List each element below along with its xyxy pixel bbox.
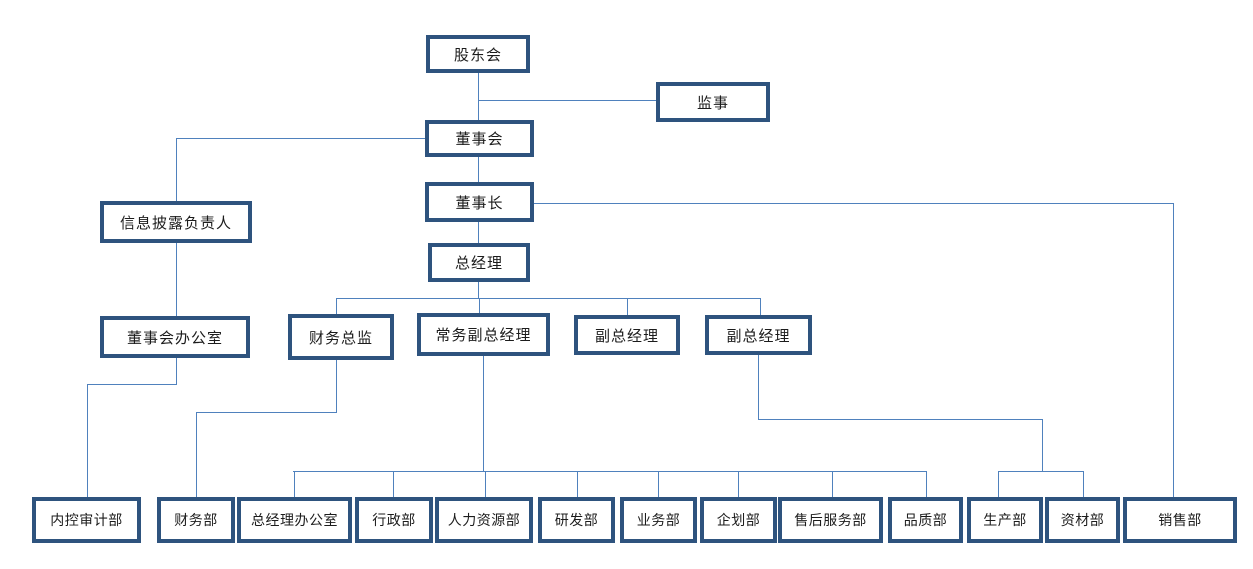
connector-line xyxy=(336,360,337,412)
connector-line xyxy=(336,298,337,315)
org-node-label: 副总经理 xyxy=(726,326,791,345)
org-node-label: 业务部 xyxy=(636,513,681,529)
connector-line xyxy=(336,298,761,299)
org-node-label: 财务部 xyxy=(174,513,218,529)
org-node-admin-dept: 行政部 xyxy=(355,497,433,543)
connector-line xyxy=(658,471,659,497)
org-node-label: 副总经理 xyxy=(594,326,659,345)
org-node-finance-director: 财务总监 xyxy=(288,314,394,360)
connector-line xyxy=(758,355,759,419)
connector-line xyxy=(1173,203,1174,497)
org-node-label: 行政部 xyxy=(372,513,416,529)
org-node-production-dept: 生产部 xyxy=(967,497,1043,543)
org-node-board-of-directors: 董事会 xyxy=(425,120,534,157)
connector-line xyxy=(760,298,761,315)
org-node-quality-dept: 品质部 xyxy=(888,497,963,543)
connector-line xyxy=(926,471,927,497)
connector-line xyxy=(534,203,1174,204)
org-node-label: 股东会 xyxy=(453,45,502,64)
connector-line xyxy=(294,471,295,497)
org-node-label: 总经理办公室 xyxy=(251,513,338,529)
connector-line xyxy=(478,282,479,298)
org-node-label: 资材部 xyxy=(1060,513,1105,529)
connector-line xyxy=(1042,419,1043,471)
org-node-deputy-gm-1: 副总经理 xyxy=(574,315,680,355)
connector-line xyxy=(87,384,88,497)
org-node-finance-dept: 财务部 xyxy=(157,497,235,543)
connector-line xyxy=(998,471,999,497)
org-node-internal-audit-dept: 内控审计部 xyxy=(32,497,141,543)
org-node-after-sales-dept: 售后服务部 xyxy=(778,497,883,543)
org-node-label: 监事 xyxy=(696,93,729,112)
org-node-business-dept: 业务部 xyxy=(620,497,697,543)
connector-line xyxy=(738,471,739,497)
org-node-label: 人力资源部 xyxy=(447,513,521,529)
org-node-executive-deputy-gm: 常务副总经理 xyxy=(417,313,550,356)
connector-line xyxy=(176,138,426,139)
org-node-hr-dept: 人力资源部 xyxy=(435,497,533,543)
connector-line xyxy=(196,412,197,497)
org-node-rd-dept: 研发部 xyxy=(538,497,615,543)
org-node-information-disclosure-officer: 信息披露负责人 xyxy=(100,201,252,243)
org-node-label: 研发部 xyxy=(554,513,599,529)
connector-line xyxy=(393,471,394,497)
org-node-general-manager: 总经理 xyxy=(428,243,530,282)
org-node-planning-dept: 企划部 xyxy=(700,497,777,543)
connector-line xyxy=(87,384,177,385)
org-node-gm-office: 总经理办公室 xyxy=(237,497,352,543)
org-node-chairman: 董事长 xyxy=(425,182,534,222)
connector-line xyxy=(758,419,1043,420)
connector-line xyxy=(479,298,480,313)
connector-line xyxy=(832,471,833,497)
org-node-label: 财务总监 xyxy=(308,328,373,347)
org-node-label: 生产部 xyxy=(983,513,1027,529)
org-node-deputy-gm-2: 副总经理 xyxy=(705,315,812,355)
org-node-label: 销售部 xyxy=(1158,513,1202,529)
org-node-label: 企划部 xyxy=(716,513,761,529)
org-node-label: 董事会 xyxy=(455,130,504,148)
org-node-board-office: 董事会办公室 xyxy=(100,316,250,358)
connector-line xyxy=(1083,471,1084,497)
org-node-shareholders-meeting: 股东会 xyxy=(426,35,530,73)
org-node-materials-dept: 资材部 xyxy=(1045,497,1120,543)
connector-line xyxy=(998,471,1084,472)
org-node-label: 常务副总经理 xyxy=(435,326,532,344)
connector-line xyxy=(478,222,479,243)
connector-line xyxy=(176,358,177,384)
org-node-label: 总经理 xyxy=(454,254,503,272)
connector-line xyxy=(293,471,927,472)
org-node-sales-dept: 销售部 xyxy=(1123,497,1237,543)
org-node-label: 董事会办公室 xyxy=(126,328,223,347)
org-node-label: 内控审计部 xyxy=(50,513,123,529)
connector-line xyxy=(478,73,479,120)
connector-line xyxy=(478,100,656,101)
connector-line xyxy=(176,243,177,316)
connector-line xyxy=(483,356,484,471)
connector-line xyxy=(196,412,337,413)
org-node-label: 品质部 xyxy=(903,513,948,529)
org-node-supervisor: 监事 xyxy=(656,82,770,122)
connector-line xyxy=(627,298,628,315)
org-node-label: 董事长 xyxy=(455,193,504,212)
connector-line xyxy=(577,471,578,497)
org-node-label: 售后服务部 xyxy=(794,513,867,529)
connector-line xyxy=(478,157,479,182)
org-node-label: 信息披露负责人 xyxy=(119,213,232,232)
connector-line xyxy=(485,471,486,497)
connector-line xyxy=(176,138,177,201)
